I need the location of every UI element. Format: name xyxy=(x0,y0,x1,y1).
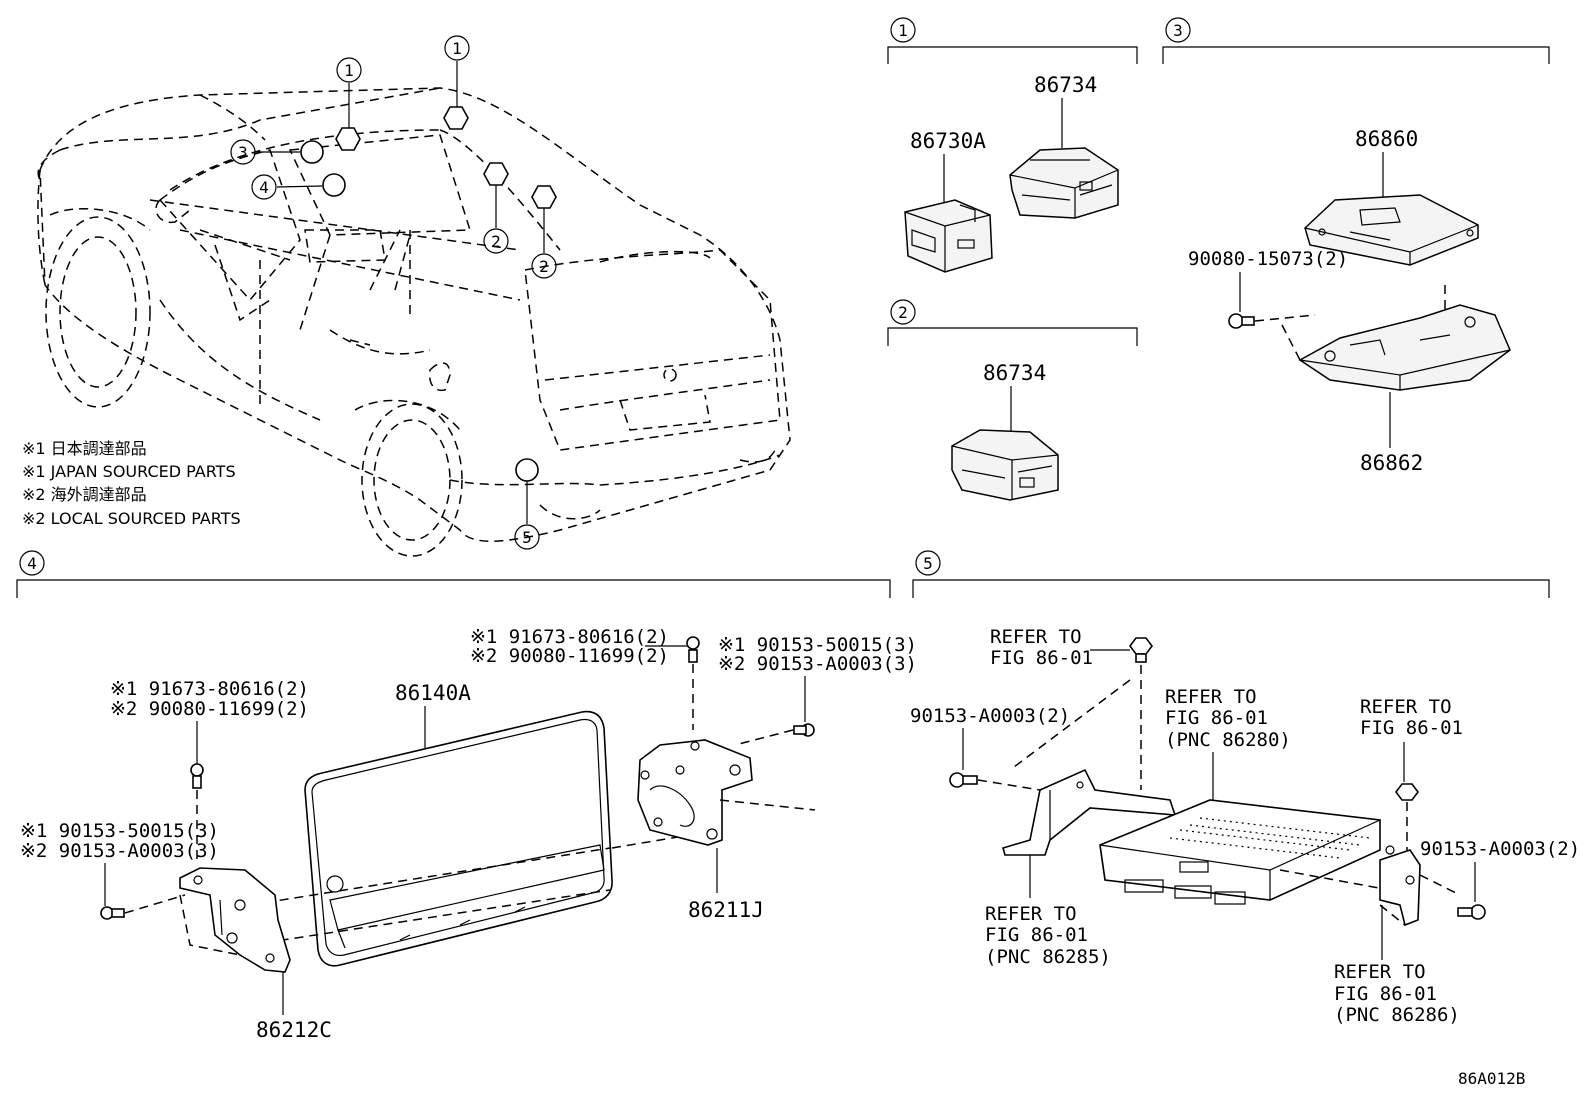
module-86730a-icon xyxy=(904,199,993,273)
section-2-number: 2 xyxy=(898,303,908,322)
section-5-number: 5 xyxy=(923,554,933,573)
fastener-top-b: ※2 90080-11699(2) xyxy=(470,645,669,667)
callout-1a: 1 xyxy=(344,61,354,80)
part-86140a: 86140A xyxy=(395,681,471,705)
ref-lower-left-c: (PNC 86285) xyxy=(985,946,1111,968)
hex-marker xyxy=(443,106,469,130)
fastener-right-b: ※2 90153-A0003(3) xyxy=(718,653,917,675)
note-2-en: ※2 LOCAL SOURCED PARTS xyxy=(22,509,241,528)
callout-3: 3 xyxy=(238,143,248,162)
section-3: 3 86860 90080-15073(2) xyxy=(1162,17,1550,475)
bolt-right-icon xyxy=(1457,904,1486,920)
bolt-left-label: 90153-A0003(2) xyxy=(910,705,1070,727)
section-1-number: 1 xyxy=(898,21,908,40)
ref-mid-b: FIG 86-01 xyxy=(1165,707,1268,729)
section-5: 5 REFER TO FIG 86-01 90153-A0003(2) REFE… xyxy=(910,550,1580,1026)
ref-mid-c: (PNC 86280) xyxy=(1165,729,1291,751)
hex-marker xyxy=(483,162,509,186)
bracket-86212c-icon xyxy=(179,867,291,973)
module-86734-icon xyxy=(1009,147,1119,219)
callout-1b: 1 xyxy=(452,39,462,58)
screw-top-icon xyxy=(686,636,700,663)
fastener-top-a: ※1 91673-80616(2) xyxy=(470,626,669,648)
figure-code: 86A012B xyxy=(1458,1069,1525,1088)
bolt-right-label: 90153-A0003(2) xyxy=(1420,838,1580,860)
note-1-jp: ※1 日本調達部品 xyxy=(22,439,147,458)
part-86212c: 86212C xyxy=(256,1018,332,1042)
ref-mid-a: REFER TO xyxy=(1165,686,1257,708)
part-86734-b: 86734 xyxy=(983,361,1046,385)
ref-right-a: REFER TO xyxy=(1360,696,1452,718)
vehicle-markers xyxy=(255,61,557,524)
ref-lower-right-b: FIG 86-01 xyxy=(1334,983,1437,1005)
bolt-left-icon xyxy=(949,772,978,788)
vehicle-outline xyxy=(37,87,791,557)
display-86140a-icon xyxy=(304,710,613,967)
part-86730a: 86730A xyxy=(910,129,986,153)
part-86860: 86860 xyxy=(1355,127,1418,151)
part-86862: 86862 xyxy=(1360,451,1423,475)
ref-lower-left-b: FIG 86-01 xyxy=(985,924,1088,946)
vehicle-callouts: 1 1 3 4 2 2 5 xyxy=(230,35,557,550)
hex-marker xyxy=(531,185,557,209)
bracket-right-icon xyxy=(1379,845,1421,927)
circle-marker xyxy=(322,173,346,197)
part-86734-a: 86734 xyxy=(1034,73,1097,97)
circle-marker xyxy=(515,458,539,482)
fastener-lower-b: ※2 90153-A0003(3) xyxy=(20,840,219,862)
section-4: 4 ※1 91673-80616(2) ※2 90080-11699(2) ※1… xyxy=(16,550,917,1042)
sourcing-notes: ※1 日本調達部品 ※1 JAPAN SOURCED PARTS ※2 海外調達… xyxy=(22,439,241,528)
part-90080-15073: 90080-15073(2) xyxy=(1188,248,1348,270)
ref-lower-left-a: REFER TO xyxy=(985,903,1077,925)
ref-top-a: REFER TO xyxy=(990,626,1082,648)
fastener-lower-a: ※1 90153-50015(3) xyxy=(20,820,219,842)
screw-right-icon xyxy=(793,723,815,737)
screw-90080-icon xyxy=(1228,313,1255,329)
ref-top-b: FIG 86-01 xyxy=(990,647,1093,669)
note-1-en: ※1 JAPAN SOURCED PARTS xyxy=(22,462,236,481)
ref-right-b: FIG 86-01 xyxy=(1360,717,1463,739)
screw-left-icon xyxy=(190,763,204,789)
bracket-86862-icon xyxy=(1298,304,1511,391)
module-86734-b-icon xyxy=(951,429,1059,501)
fastener-left-b: ※2 90080-11699(2) xyxy=(110,698,309,720)
hex-marker xyxy=(335,127,361,151)
section-1: 1 86734 86730A xyxy=(887,17,1138,273)
section-4-number: 4 xyxy=(27,554,37,573)
nut-right-icon xyxy=(1395,783,1419,801)
note-2-jp: ※2 海外調達部品 xyxy=(22,485,147,504)
part-86211j: 86211J xyxy=(688,898,764,922)
callout-4: 4 xyxy=(259,178,269,197)
ref-lower-right-c: (PNC 86286) xyxy=(1334,1004,1460,1026)
amplifier-unit-icon xyxy=(1099,799,1381,905)
ecu-86860-icon xyxy=(1304,194,1479,266)
ref-lower-right-a: REFER TO xyxy=(1334,961,1426,983)
nut-top-icon xyxy=(1129,637,1153,663)
fastener-right-a: ※1 90153-50015(3) xyxy=(718,634,917,656)
fastener-left-a: ※1 91673-80616(2) xyxy=(110,678,309,700)
callout-2b: 2 xyxy=(539,257,549,276)
bracket-left-icon xyxy=(1002,768,1177,856)
section-3-number: 3 xyxy=(1173,21,1183,40)
section-2: 2 86734 xyxy=(887,299,1138,501)
bracket-86211j-icon xyxy=(637,739,753,846)
callout-2a: 2 xyxy=(491,232,501,251)
circle-marker xyxy=(300,140,324,164)
callout-5: 5 xyxy=(522,528,532,547)
screw-lower-icon xyxy=(100,906,125,920)
